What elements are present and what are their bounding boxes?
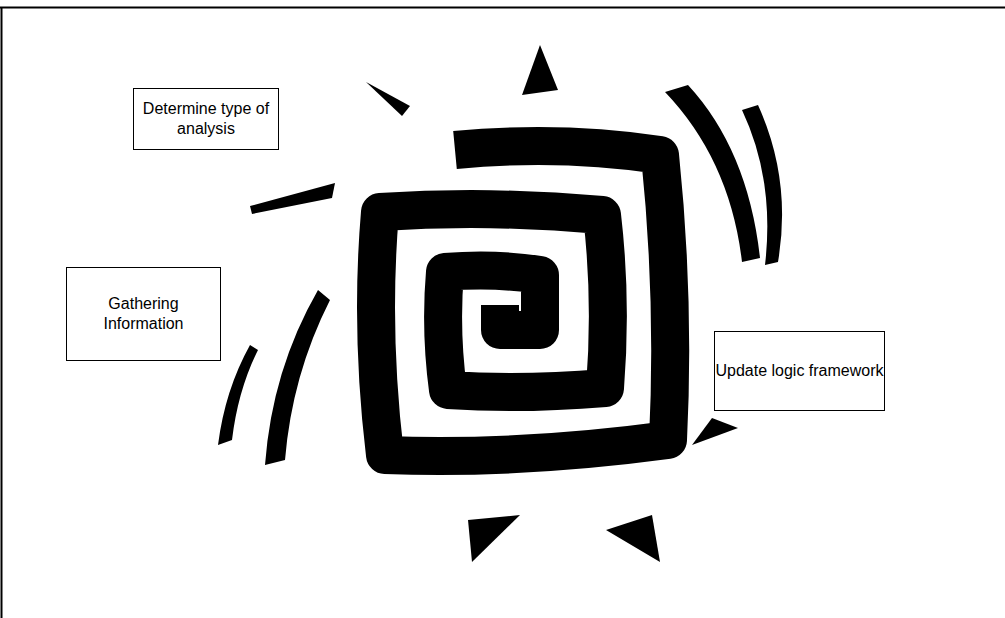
text-box: Gathering Information <box>66 267 221 361</box>
box-label: Determine type of analysis <box>134 99 278 139</box>
text-box: Update logic framework <box>714 331 885 411</box>
sun-rays <box>218 45 782 562</box>
text-box: Determine type of analysis <box>133 88 279 150</box>
box-label: Update logic framework <box>715 361 883 381</box>
frame-line <box>0 7 1005 9</box>
box-label: Gathering Information <box>67 294 220 334</box>
spiral <box>376 146 670 456</box>
frame-line <box>1 7 3 618</box>
